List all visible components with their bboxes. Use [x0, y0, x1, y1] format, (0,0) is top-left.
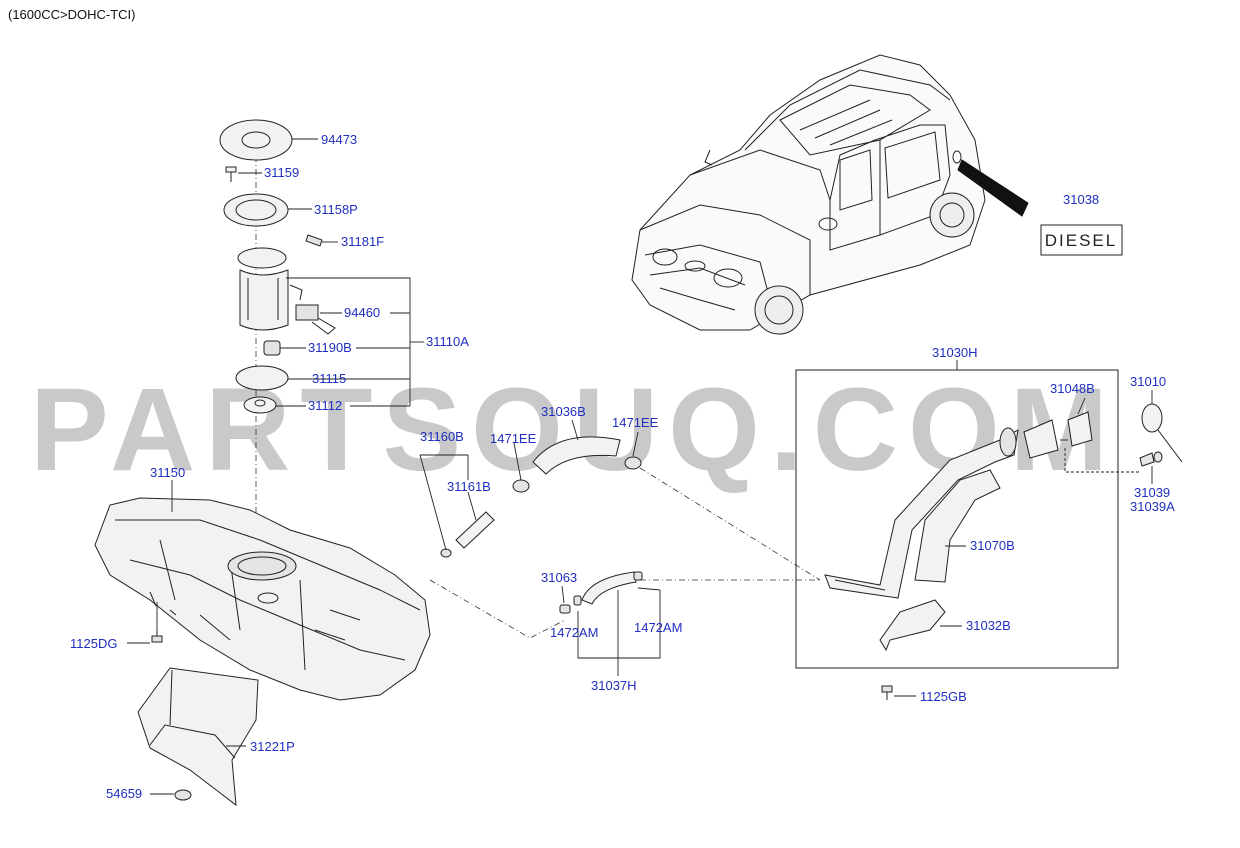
part-1471EE-clamp-b — [624, 456, 642, 470]
label-31063[interactable]: 31063 — [541, 570, 577, 585]
part-31063-hose — [581, 571, 637, 605]
label-31032B[interactable]: 31032B — [966, 618, 1011, 633]
pump-leaders — [238, 138, 424, 407]
part-31036B-hose — [532, 436, 621, 475]
label-31181F[interactable]: 31181F — [341, 234, 384, 249]
model-caption: (1600CC>DOHC-TCI) — [8, 7, 136, 22]
part-31190B-regulator — [263, 340, 281, 356]
hose2-leaders — [561, 585, 661, 676]
watermark: PARTSOUQ.COM — [30, 364, 1118, 496]
filler-door-pointer — [957, 159, 1029, 217]
part-31161B-valve — [440, 511, 495, 558]
label-31190B[interactable]: 31190B — [308, 340, 352, 355]
label-31160B[interactable]: 31160B — [420, 429, 464, 444]
tank-leaders — [127, 480, 173, 644]
part-31181F-fitting — [305, 234, 323, 247]
part-31032B-bracket — [879, 599, 946, 652]
label-1125DG[interactable]: 1125DG — [70, 636, 117, 651]
box-leaders — [940, 390, 1153, 627]
label-31115[interactable]: 31115 — [312, 371, 346, 386]
label-31010[interactable]: 31010 — [1130, 374, 1166, 389]
label-1472AM-b[interactable]: 1472AM — [634, 620, 682, 635]
part-31115-seal — [235, 365, 289, 391]
part-31010-fuel-cap — [1141, 403, 1183, 463]
label-31030H[interactable]: 31030H — [932, 345, 978, 360]
part-1472AM-clamp-a — [559, 595, 582, 614]
shield-leaders — [150, 745, 246, 795]
label-31150[interactable]: 31150 — [150, 465, 185, 480]
label-31158P[interactable]: 31158P — [314, 202, 358, 217]
label-31038[interactable]: 31038 — [1063, 192, 1099, 207]
hose-leaders — [571, 419, 639, 457]
label-31036B[interactable]: 31036B — [541, 404, 586, 419]
label-1471EE-b[interactable]: 1471EE — [612, 415, 659, 430]
label-31110A[interactable]: 31110A — [426, 334, 469, 349]
label-31161B[interactable]: 31161B — [447, 479, 491, 494]
label-1472AM-a[interactable]: 1472AM — [550, 625, 598, 640]
part-31159-bolt — [225, 166, 237, 182]
label-31070B[interactable]: 31070B — [970, 538, 1015, 553]
part-31070B-protector — [914, 469, 1001, 583]
label-1125GB[interactable]: 1125GB — [920, 689, 967, 704]
part-1471EE-clamp-a — [512, 479, 530, 493]
part-31150-fuel-tank — [94, 497, 431, 701]
part-1125GB-bolt — [881, 685, 916, 700]
valve-leaders — [419, 442, 522, 551]
label-31039[interactable]: 31039 — [1134, 485, 1170, 500]
label-31221P[interactable]: 31221P — [250, 739, 295, 754]
label-94473[interactable]: 94473 — [321, 132, 357, 147]
part-1125DG-bolt — [151, 630, 163, 643]
part-31030H-filler-neck — [824, 427, 1019, 599]
connection-dashes — [429, 467, 821, 639]
label-31159[interactable]: 31159 — [264, 165, 299, 180]
label-31037H[interactable]: 31037H — [591, 678, 637, 693]
vehicle-illustration — [631, 54, 986, 335]
part-94460-pump-assembly — [237, 247, 336, 335]
diesel-badge-text: DIESEL — [1045, 231, 1117, 250]
part-31158P-gasket — [223, 193, 289, 227]
part-31221P-heat-shield — [137, 667, 259, 807]
label-31048B[interactable]: 31048B — [1050, 381, 1095, 396]
label-31112[interactable]: 31112 — [308, 398, 342, 413]
part-31048B-housing — [1023, 411, 1093, 459]
label-1471EE-a[interactable]: 1471EE — [490, 431, 537, 446]
label-94460[interactable]: 94460 — [344, 305, 380, 320]
part-31112-plate — [243, 396, 277, 414]
label-54659[interactable]: 54659 — [106, 786, 142, 801]
part-94473-cover — [219, 119, 293, 161]
part-54659-clip — [174, 789, 192, 801]
part-31039-screw — [1139, 451, 1163, 467]
label-31039A[interactable]: 31039A — [1130, 499, 1175, 514]
part-1472AM-clamp-b — [633, 571, 643, 581]
diesel-badge: DIESEL — [1040, 224, 1123, 256]
